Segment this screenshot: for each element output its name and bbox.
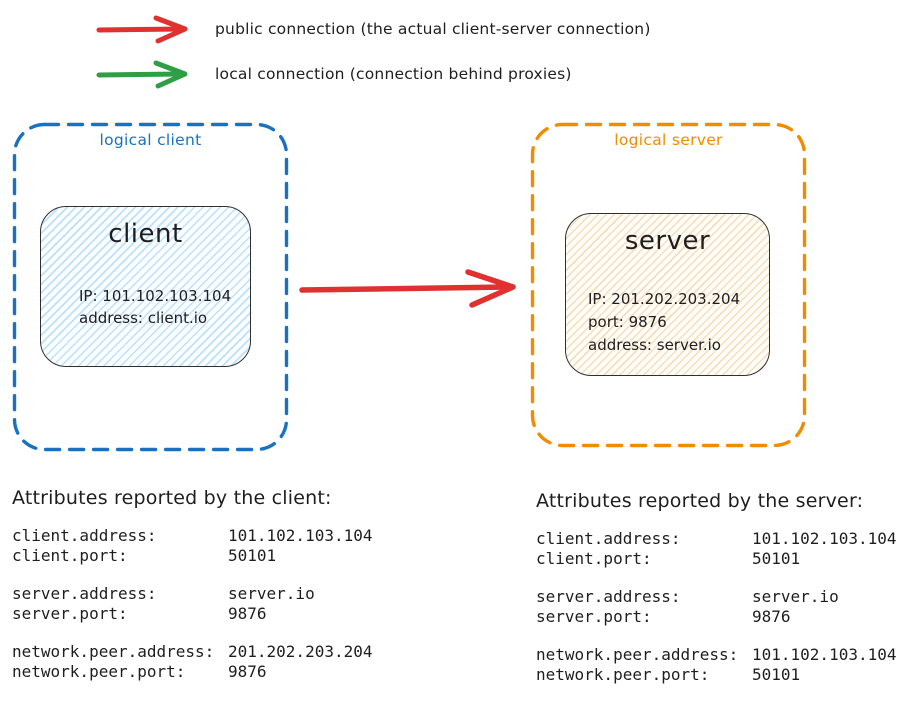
server-ip-line: IP: 201.202.203.204 xyxy=(588,290,741,308)
server-node-title: server xyxy=(624,226,711,256)
server-address-line: address: server.io xyxy=(588,336,721,354)
table-row: server.port: 9876 xyxy=(12,604,373,624)
table-row: client.address: 101.102.103.104 xyxy=(12,526,373,546)
client-node: client IP: 101.102.103.104 address: clie… xyxy=(40,206,251,367)
server-port-line: port: 9876 xyxy=(588,313,667,331)
attr-key: client.address: xyxy=(536,529,681,548)
legend-label-local: local connection (connection behind prox… xyxy=(215,65,572,83)
attr-value: 9876 xyxy=(752,606,791,626)
client-node-title: client xyxy=(108,219,183,249)
logical-client-label: logical client xyxy=(99,131,202,149)
attr-key: network.peer.port: xyxy=(536,664,710,684)
attr-key: server.address: xyxy=(536,587,681,606)
attr-value: server.io xyxy=(752,587,839,606)
table-row: network.peer.port: 9876 xyxy=(12,662,373,682)
table-row: network.peer.port: 50101 xyxy=(536,665,897,685)
attr-value: 9876 xyxy=(228,603,267,623)
client-ip-line: IP: 101.102.103.104 xyxy=(79,287,232,305)
server-attributes-table: Attributes reported by the server: clien… xyxy=(536,490,897,684)
logical-client-border xyxy=(12,122,289,452)
table-row: client.address: 101.102.103.104 xyxy=(536,529,897,549)
client-attributes-rows: client.address: 101.102.103.104 client.p… xyxy=(12,526,373,681)
legend-label-public: public connection (the actual client-ser… xyxy=(215,20,651,38)
attr-key: client.address: xyxy=(12,526,157,545)
attr-value: 50101 xyxy=(752,548,801,568)
attr-key: client.port: xyxy=(12,545,128,565)
attr-key: server.port: xyxy=(12,603,128,623)
logical-client-group: logical client client IP: 101.102.103.10… xyxy=(12,122,289,452)
table-row: network.peer.address: 201.202.203.204 xyxy=(12,642,373,662)
logical-server-group: logical server server IP: 201.202.203.20… xyxy=(530,122,807,448)
table-row: server.port: 9876 xyxy=(536,607,897,627)
attr-value: 9876 xyxy=(228,661,267,681)
table-row: server.address: server.io xyxy=(536,587,897,607)
table-row: network.peer.address: 101.102.103.104 xyxy=(536,645,897,665)
attr-key: network.peer.port: xyxy=(12,661,186,681)
logical-server-label: logical server xyxy=(614,131,723,149)
attr-key: server.port: xyxy=(536,606,652,626)
table-row: client.port: 50101 xyxy=(12,546,373,566)
attr-key: network.peer.address: xyxy=(12,642,215,661)
attr-key: network.peer.address: xyxy=(536,645,739,664)
server-node-details: IP: 201.202.203.204 port: 9876 address: … xyxy=(588,288,740,357)
local-connection-arrow-icon xyxy=(96,60,188,89)
logical-server-border xyxy=(530,122,807,448)
server-attributes-title: Attributes reported by the server: xyxy=(536,490,864,512)
attr-value: 50101 xyxy=(752,664,801,684)
attr-value: 101.102.103.104 xyxy=(752,529,897,548)
server-node: server IP: 201.202.203.204 port: 9876 ad… xyxy=(565,213,770,376)
table-row: client.port: 50101 xyxy=(536,549,897,569)
client-attributes-title: Attributes reported by the client: xyxy=(12,487,332,509)
attr-value: server.io xyxy=(228,584,315,603)
attr-value: 101.102.103.104 xyxy=(752,645,897,664)
attr-key: client.port: xyxy=(536,548,652,568)
table-row: server.address: server.io xyxy=(12,584,373,604)
client-address-line: address: client.io xyxy=(79,309,208,327)
attr-value: 201.202.203.204 xyxy=(228,642,373,661)
server-attributes-rows: client.address: 101.102.103.104 client.p… xyxy=(536,529,897,684)
client-node-details: IP: 101.102.103.104 address: client.io xyxy=(79,285,231,329)
attr-value: 101.102.103.104 xyxy=(228,526,373,545)
client-attributes-table: Attributes reported by the client: clien… xyxy=(12,487,373,681)
public-connection-arrow-icon xyxy=(96,15,188,44)
client-to-server-arrow xyxy=(299,269,516,308)
attr-value: 50101 xyxy=(228,545,277,565)
attr-key: server.address: xyxy=(12,584,157,603)
